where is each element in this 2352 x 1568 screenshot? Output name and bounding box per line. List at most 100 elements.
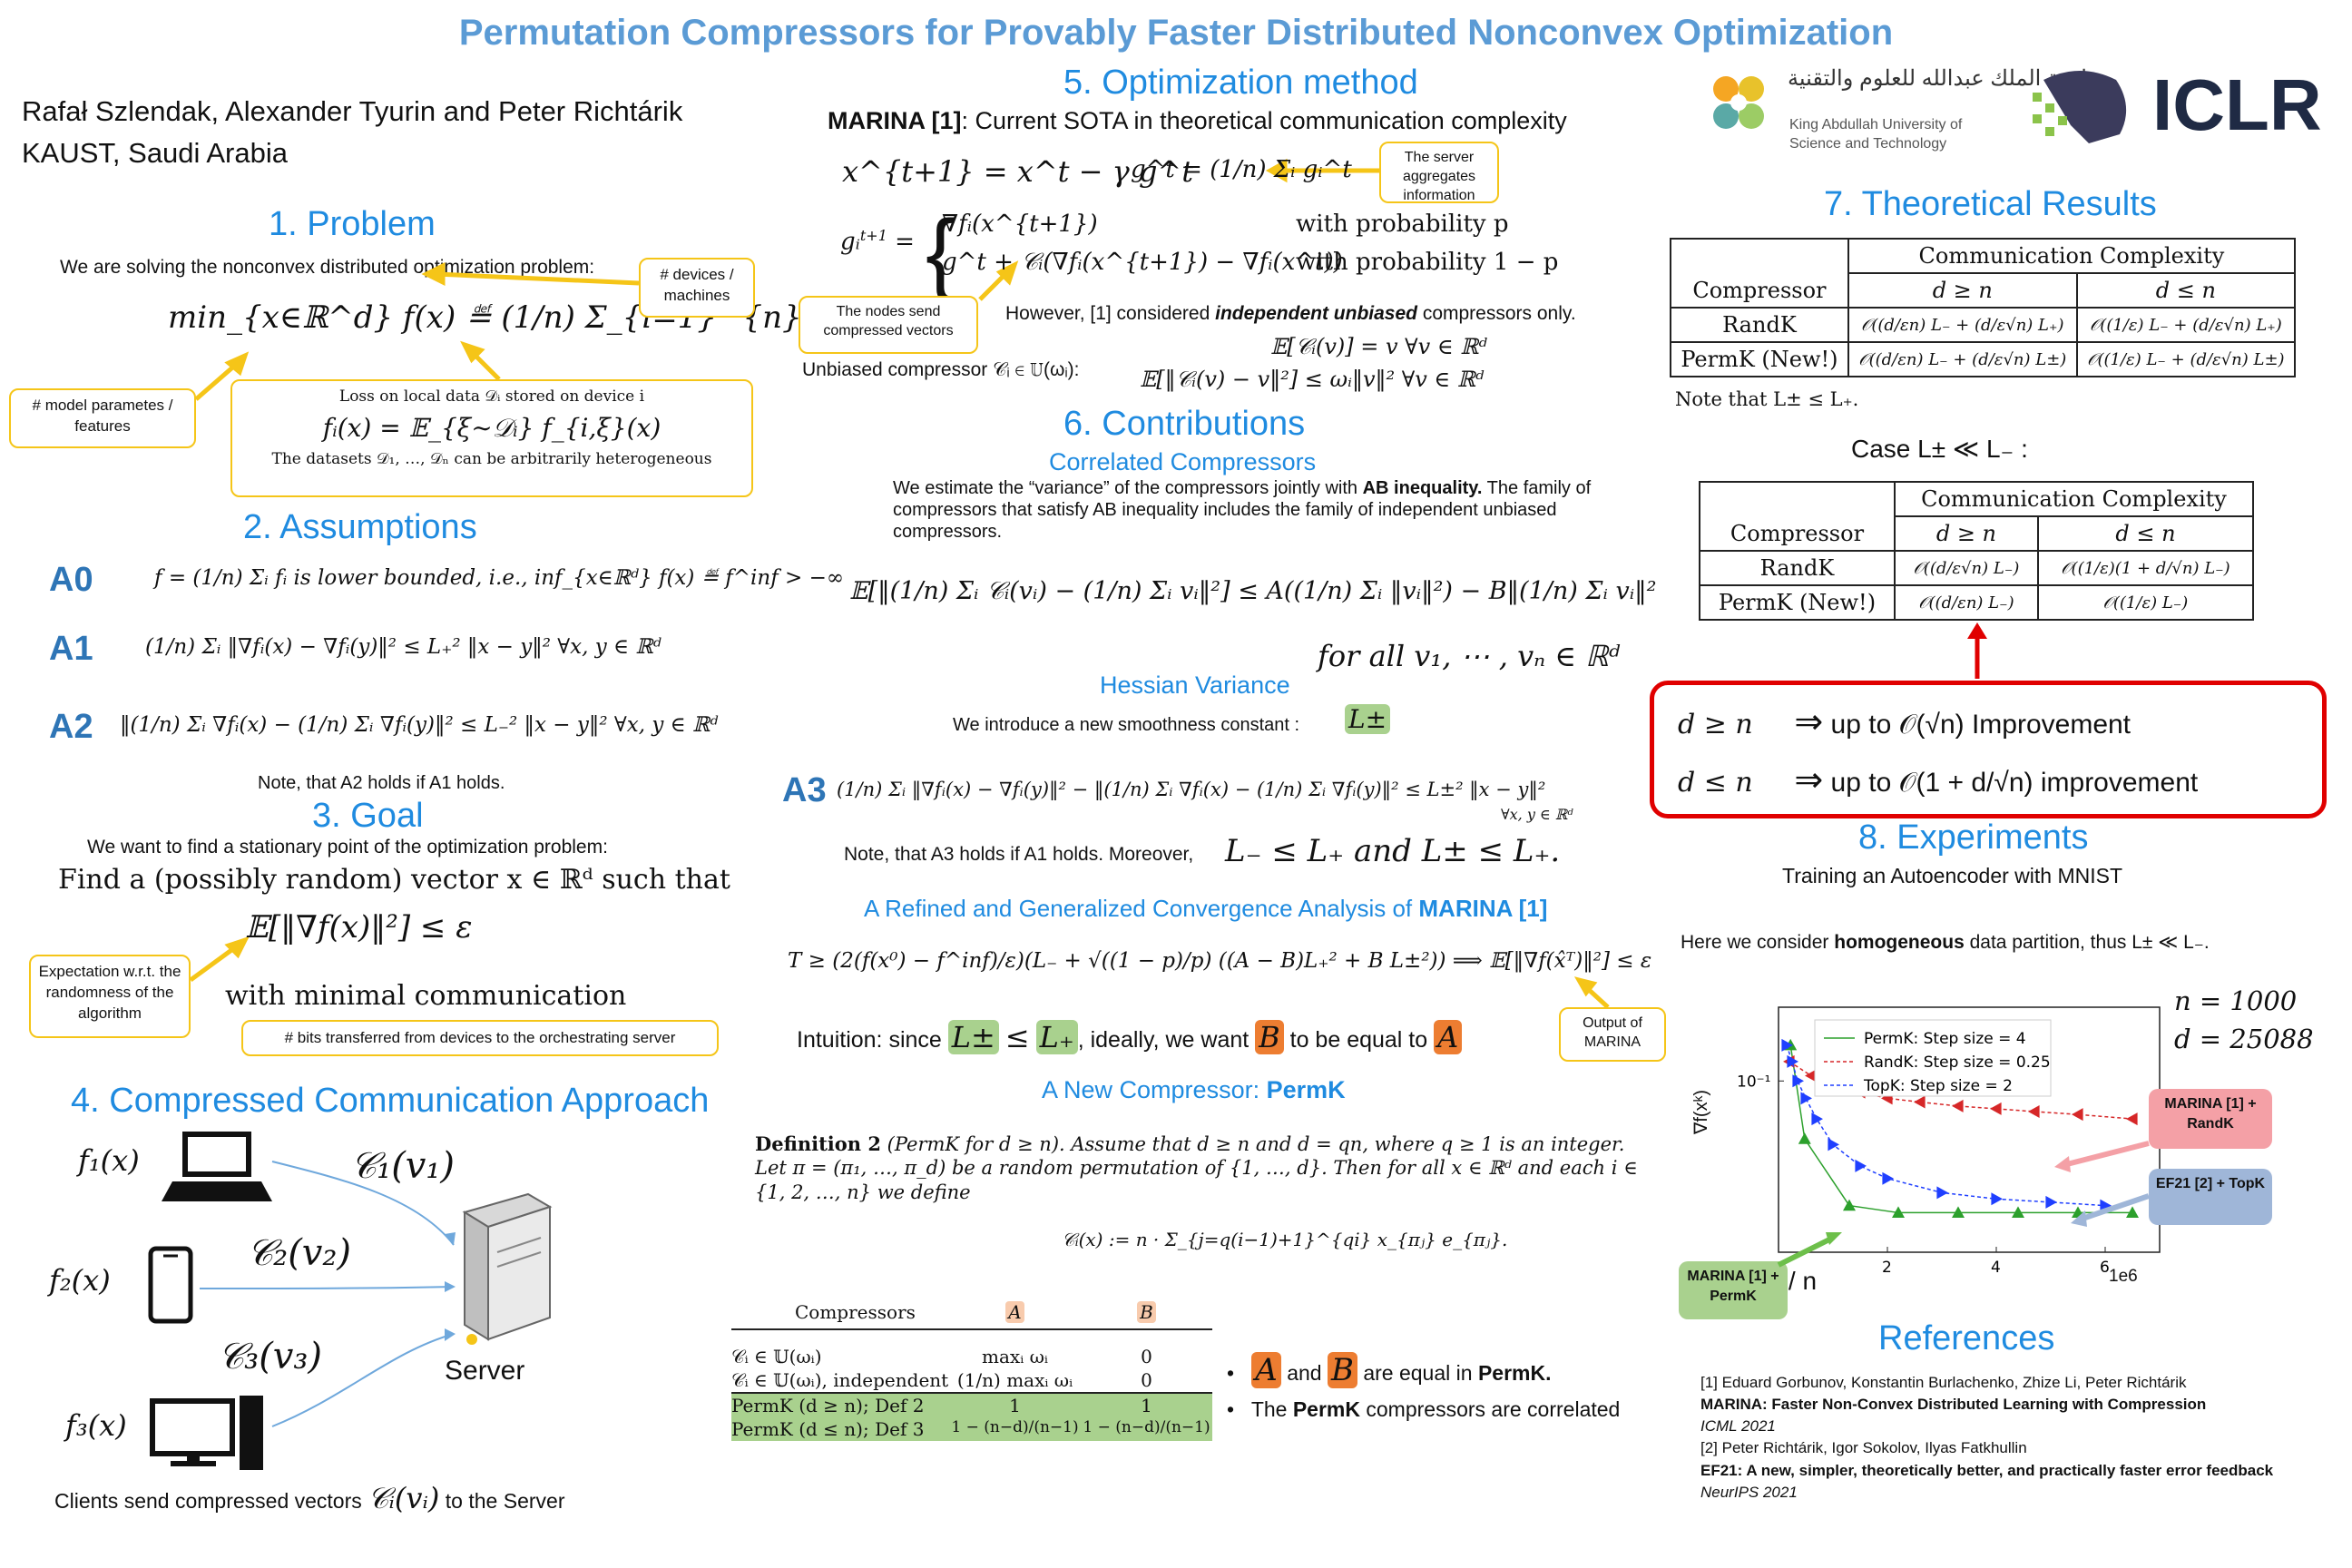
contributions-heading: 6. Contributions [1063, 405, 1306, 443]
g-next-label: gᵢt+1 = [840, 227, 915, 256]
cases-brace: { [926, 201, 956, 303]
bullet-2-pre: The [1250, 1397, 1293, 1421]
intuition-post: to be equal to [1289, 1027, 1428, 1053]
device-1-label: f₁(x) [78, 1143, 140, 1178]
definition-block: Definition 2 (PermK for d ≥ n). Assume t… [755, 1132, 1653, 1204]
improvement-2: d ≤ n ⇒ up to 𝒪(1 + d/√n) improvement [1678, 760, 2198, 800]
t1-row0-c1: 𝒪((d/εn) L₋ + (d/ε√n) L₊) [1847, 307, 2078, 343]
chart-xtick-label: 6 [2100, 1259, 2110, 1277]
t1-row0-name: RandK [1670, 307, 1849, 343]
expectation-callout: Expectation w.r.t. the randomness of the… [29, 955, 191, 1038]
chart-point [1914, 1095, 1926, 1109]
definition-label: Definition 2 [755, 1132, 881, 1155]
output-callout: Output of MARINA [1559, 1007, 1666, 1062]
chart-point [2045, 1195, 2057, 1209]
loss-line2: The datasets 𝒟₁, …, 𝒟ₙ can be arbitraril… [271, 449, 712, 468]
correlated-text-post: The family of compressors that satisfy A… [893, 478, 1592, 542]
a3-note: Note, that A3 holds if A1 holds. Moreove… [844, 844, 1194, 865]
theory-case: Case L± ≪ L₋ : [1851, 435, 2028, 463]
ab-header-b: B [1137, 1301, 1156, 1323]
intuition-a: A [1434, 1020, 1463, 1054]
goal-heading: 3. Goal [312, 797, 424, 835]
intuition-lplus: L₊ [1035, 1020, 1078, 1054]
affiliation: KAUST, Saudi Arabia [22, 137, 288, 169]
ab-row-1-name: 𝒞ᵢ ∈ 𝕌(ωᵢ), independent [731, 1369, 949, 1391]
caption-pre: Clients send compressed vectors [54, 1489, 362, 1513]
ab-row-2-name: PermK (d ≥ n); Def 2 [731, 1395, 925, 1416]
t1-row1-c2: 𝒪((1/ε) L₋ + (d/ε√n) L±) [2075, 341, 2297, 377]
chart-xtick-label: 4 [1991, 1259, 2001, 1277]
chart-point [1936, 1186, 1948, 1200]
improvement-1: d ≥ n ⇒ up to 𝒪(√n) Improvement [1678, 701, 2131, 742]
poster-title: Permutation Compressors for Provably Fas… [458, 13, 1894, 53]
correlated-title: Correlated Compressors [1049, 448, 1317, 475]
correlated-text: We estimate the “variance” of the compre… [893, 477, 1601, 543]
method-note-pre: However, [1] considered [1005, 303, 1216, 324]
method-subtitle-bold: MARINA [1] [828, 107, 962, 134]
chart-series-line [1788, 1061, 2133, 1120]
method-subtitle: MARINA [1]: Current SOTA in theoretical … [828, 107, 1567, 135]
unbiased-eq2: 𝔼[‖𝒞ᵢ(v) − v‖²] ≤ ωᵢ‖v‖² ∀v ∈ ℝᵈ [1140, 367, 1485, 392]
problem-intro: We are solving the nonconvex distributed… [60, 257, 595, 278]
t2-header-col1: d ≥ n [1893, 515, 2039, 552]
chart-point [1843, 1199, 1856, 1211]
chart-point [1882, 1171, 1894, 1185]
intuition-pre: Intuition: since [797, 1027, 942, 1053]
a3-equation: (1/n) Σᵢ ‖∇fᵢ(x) − ∇fᵢ(y)‖² − ‖(1/n) Σᵢ … [837, 779, 1546, 800]
loss-line1: Loss on local data 𝒟ᵢ stored on device i [338, 387, 645, 406]
unbiased-label: Unbiased compressor 𝒞ᵢ ∈ 𝕌(ωᵢ): [802, 359, 1080, 380]
chart-xtick-label: 2 [1882, 1259, 1892, 1277]
compressed-heading: 4. Compressed Communication Approach [71, 1082, 710, 1120]
permk-callout: MARINA [1] + PermK [1679, 1261, 1788, 1319]
ab-inequality: 𝔼[‖(1/n) Σᵢ 𝒞ᵢ(vᵢ) − (1/n) Σᵢ vᵢ‖²] ≤ A(… [849, 577, 1657, 605]
param-d: d = 25088 [2174, 1024, 2314, 1054]
t2-row1-name: PermK (New!) [1699, 584, 1896, 621]
problem-heading: 1. Problem [269, 205, 436, 243]
params-callout: # model parametes / features [9, 388, 196, 448]
compressed-caption: Clients send compressed vectors 𝒞ᵢ(vᵢ) t… [54, 1481, 564, 1516]
theory-note: Note that L± ≤ L₊. [1675, 388, 1859, 410]
definition-equation: 𝒞ᵢ(x) := n · Σ_{j=q(i−1)+1}^{qi} x_{πⱼ} … [1062, 1229, 1508, 1250]
compressor-1-label: 𝒞₁(v₁) [350, 1145, 456, 1187]
chart-point [1991, 1192, 2003, 1206]
t2-row0-name: RandK [1699, 550, 1896, 586]
chart-point [2126, 1112, 2138, 1126]
chart-point [1811, 1112, 1823, 1126]
goal-intro: We want to find a stationary point of th… [87, 837, 608, 858]
iclr-logo-icon [2025, 62, 2143, 149]
experiments-subtitle: Training an Autoencoder with MNIST [1782, 864, 2122, 887]
ab-row-0-name: 𝒞ᵢ ∈ 𝕌(ωᵢ) [731, 1346, 822, 1367]
assumption-a2-text: ‖(1/n) Σᵢ ∇fᵢ(x) − (1/n) Σᵢ ∇fᵢ(y)‖² ≤ L… [120, 713, 719, 737]
t1-header-compressor: Compressor [1670, 238, 1849, 309]
randk-callout: MARINA [1] + RandK [2149, 1089, 2272, 1149]
assumption-a1-text: (1/n) Σᵢ ‖∇fᵢ(x) − ∇fᵢ(y)‖² ≤ L₊² ‖x − y… [145, 635, 662, 659]
chart-point [2072, 1108, 2083, 1122]
chart-point [1798, 1132, 1811, 1144]
reference-1-authors: [1] Eduard Gorbunov, Konstantin Burlache… [1700, 1374, 2187, 1391]
t2-row1-c2: 𝒪((1/ε) L₋) [2036, 584, 2255, 621]
kaust-english: King Abdullah University of Science and … [1789, 116, 1962, 154]
t1-row0-c2: 𝒪((1/ε) L₋ + (d/ε√n) L₊) [2075, 307, 2297, 343]
ab-forall: for all v₁, ⋯ , vₙ ∈ ℝᵈ [1318, 639, 1621, 673]
callout-arrow-layer [1777, 1141, 2150, 1268]
kaust-english-1: King Abdullah University of [1789, 117, 1963, 132]
intuition-b: B [1255, 1020, 1284, 1054]
bullet-1-b: B [1327, 1352, 1357, 1388]
chart-legend-box [1814, 1019, 2052, 1097]
refined-title-bold: MARINA [1] [1418, 895, 1548, 922]
ab-row-0-a: maxᵢ ωᵢ [982, 1346, 1048, 1367]
chart-point [1792, 1074, 1804, 1088]
bullet-2-bold: PermK [1292, 1397, 1360, 1421]
chart-legend-label: RandK: Step size = 0.25 [1864, 1054, 2051, 1072]
server-icon [462, 1192, 553, 1345]
goal-line2: with minimal communication [225, 980, 627, 1012]
complexity-table-1: Compressor Communication Complexity d ≥ … [1670, 238, 2297, 377]
up-arrow-icon [1967, 622, 1987, 679]
newcomp-title: A New Compressor: PermK [1042, 1076, 1346, 1104]
t2-row0-c1: 𝒪((d/ε√n) L₋) [1893, 550, 2039, 586]
assumptions-heading: 2. Assumptions [243, 508, 477, 546]
update-equation: x^{t+1} = x^t − γ g^t [842, 154, 1194, 189]
t2-header-col2: d ≤ n [2036, 515, 2255, 552]
